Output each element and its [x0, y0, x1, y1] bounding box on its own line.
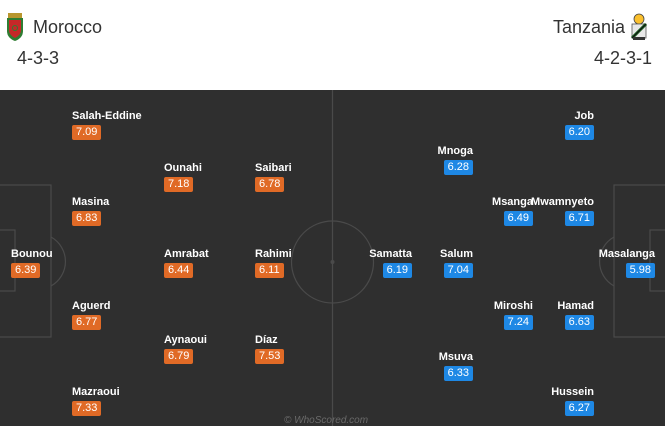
player-mwamnyeto[interactable]: Mwamnyeto 6.71	[474, 196, 594, 226]
player-diaz[interactable]: Díaz 7.53	[255, 334, 375, 364]
watermark: © WhoScored.com	[284, 415, 369, 426]
tanzania-crest-icon	[630, 13, 648, 40]
player-samatta[interactable]: Samatta 6.19	[292, 248, 412, 278]
player-masina[interactable]: Masina 6.83	[72, 196, 192, 226]
player-amrabat[interactable]: Amrabat 6.44	[164, 248, 284, 278]
player-rating: 7.33	[72, 401, 102, 416]
player-rating: 6.77	[72, 315, 102, 330]
player-rating: 7.24	[503, 315, 533, 330]
player-rating: 6.78	[255, 177, 285, 192]
player-rating: 6.71	[564, 211, 594, 226]
morocco-crest-icon	[7, 13, 23, 41]
player-name: Aynaoui	[164, 334, 207, 346]
player-rating: 6.19	[382, 263, 412, 278]
pitch-markings	[0, 90, 665, 426]
player-msanga[interactable]: Msanga 6.49	[413, 196, 533, 226]
pitch: Salah-Eddine 7.09 Ounahi 7.18 Saibari 6.…	[0, 90, 665, 426]
player-name: Samatta	[369, 248, 412, 260]
player-rating: 6.83	[72, 211, 102, 226]
player-rating: 6.79	[164, 349, 194, 364]
player-saibari[interactable]: Saibari 6.78	[255, 162, 375, 192]
player-job[interactable]: Job 6.20	[474, 110, 594, 140]
player-bounou[interactable]: Bounou 6.39	[11, 248, 131, 278]
match-header: Morocco 4-3-3 Tanzania 4-2-3-1	[0, 0, 665, 90]
player-name: Hamad	[557, 300, 594, 312]
player-salah-eddine[interactable]: Salah-Eddine 7.09	[72, 110, 192, 140]
player-name: Saibari	[255, 162, 292, 174]
player-name: Masina	[72, 196, 110, 208]
player-mnoga[interactable]: Mnoga 6.28	[353, 145, 473, 175]
player-rating: 7.18	[164, 177, 194, 192]
player-name: Aguerd	[72, 300, 111, 312]
player-msuva[interactable]: Msuva 6.33	[353, 351, 473, 381]
player-rating: 6.49	[503, 211, 533, 226]
home-formation: 4-3-3	[17, 48, 60, 68]
home-team-name: Morocco	[33, 17, 103, 37]
player-masalanga[interactable]: Masalanga 5.98	[535, 248, 655, 278]
player-rating: 7.53	[255, 349, 285, 364]
player-name: Msuva	[438, 351, 473, 363]
player-mazraoui[interactable]: Mazraoui 7.33	[72, 386, 192, 416]
player-rating: 6.44	[164, 263, 194, 278]
away-formation: 4-2-3-1	[593, 48, 652, 68]
player-hamad[interactable]: Hamad 6.63	[474, 300, 594, 330]
player-aynaoui[interactable]: Aynaoui 6.79	[164, 334, 284, 364]
player-salum[interactable]: Salum 7.04	[353, 248, 473, 278]
player-hussein[interactable]: Hussein 6.27	[474, 386, 594, 416]
player-name: Masalanga	[598, 248, 655, 260]
player-name: Salum	[439, 248, 473, 260]
player-rating: 6.63	[564, 315, 594, 330]
player-name: Mwamnyeto	[531, 196, 594, 208]
player-rating: 7.09	[72, 125, 102, 140]
player-name: Miroshi	[493, 300, 533, 312]
player-rating: 6.20	[564, 125, 594, 140]
player-miroshi[interactable]: Miroshi 7.24	[413, 300, 533, 330]
player-name: Msanga	[492, 196, 533, 208]
player-aguerd[interactable]: Aguerd 6.77	[72, 300, 192, 330]
player-name: Mazraoui	[72, 386, 120, 398]
player-name: Rahimi	[255, 248, 292, 260]
player-name: Hussein	[551, 386, 594, 398]
player-name: Amrabat	[164, 248, 209, 260]
player-rating: 6.11	[255, 263, 284, 278]
player-name: Bounou	[11, 248, 53, 260]
player-ounahi[interactable]: Ounahi 7.18	[164, 162, 284, 192]
player-name: Mnoga	[437, 145, 473, 157]
player-name: Salah-Eddine	[72, 110, 142, 122]
player-name: Díaz	[255, 334, 278, 346]
player-rating: 6.27	[564, 401, 594, 416]
player-rating: 5.98	[625, 263, 655, 278]
player-rating: 6.39	[11, 263, 41, 278]
away-team-name: Tanzania	[552, 17, 625, 37]
player-name: Job	[574, 110, 594, 122]
player-rating: 7.04	[443, 263, 473, 278]
player-name: Ounahi	[164, 162, 202, 174]
player-rahimi[interactable]: Rahimi 6.11	[255, 248, 375, 278]
player-rating: 6.28	[443, 160, 473, 175]
player-rating: 6.33	[443, 366, 473, 381]
